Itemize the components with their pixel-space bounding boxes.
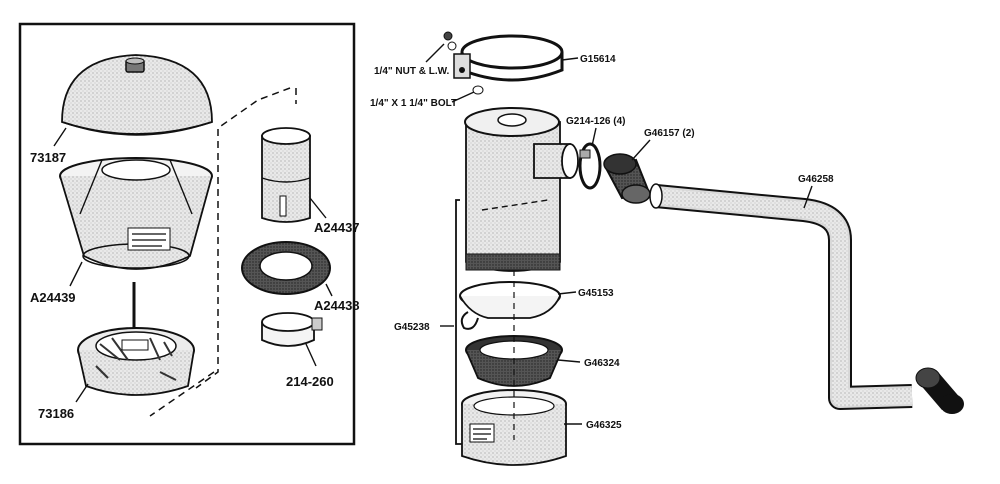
inset-frame [18,22,356,446]
bolt-part [472,85,484,95]
alignment-lines-left [149,87,297,417]
nut-part [443,31,453,41]
label-oil-cup: G46325 [586,420,622,431]
label-pipe: G46258 [798,174,834,185]
outlet-tube [261,127,311,223]
label-tube: A24437 [314,220,360,235]
label-nut: 1/4" NUT & L.W. [374,66,450,77]
assembly-bracket [455,199,462,445]
label-bolt: 1/4" X 1 1/4" BOLT [370,98,457,109]
label-gasket: A24438 [314,298,360,313]
label-bowl-body: A24439 [30,290,76,305]
label-screen: G46324 [584,358,620,369]
hose-clamp [578,142,602,190]
small-clamp [261,312,323,347]
hose-coupling [603,153,651,204]
label-small-clamp: 214-260 [286,374,334,389]
label-hose-clamp: G214-126 (4) [566,116,625,127]
label-mount-band: G15614 [580,54,616,65]
cover-dome [61,54,213,136]
bowl-body [59,157,213,270]
gasket-ring [241,241,331,295]
end-cap [915,367,964,414]
base-tray [77,327,195,396]
main-cylinder [464,107,579,272]
intake-pipe [649,183,913,410]
mount-band [453,34,564,82]
label-cover: 73187 [30,150,66,165]
retainer-clip [459,281,561,330]
label-hose-coupling: G46157 (2) [644,128,695,139]
washer-part [447,41,457,51]
label-base: 73186 [38,406,74,421]
label-cup-assembly: G45238 [394,322,430,333]
label-retainer: G45153 [578,288,614,299]
